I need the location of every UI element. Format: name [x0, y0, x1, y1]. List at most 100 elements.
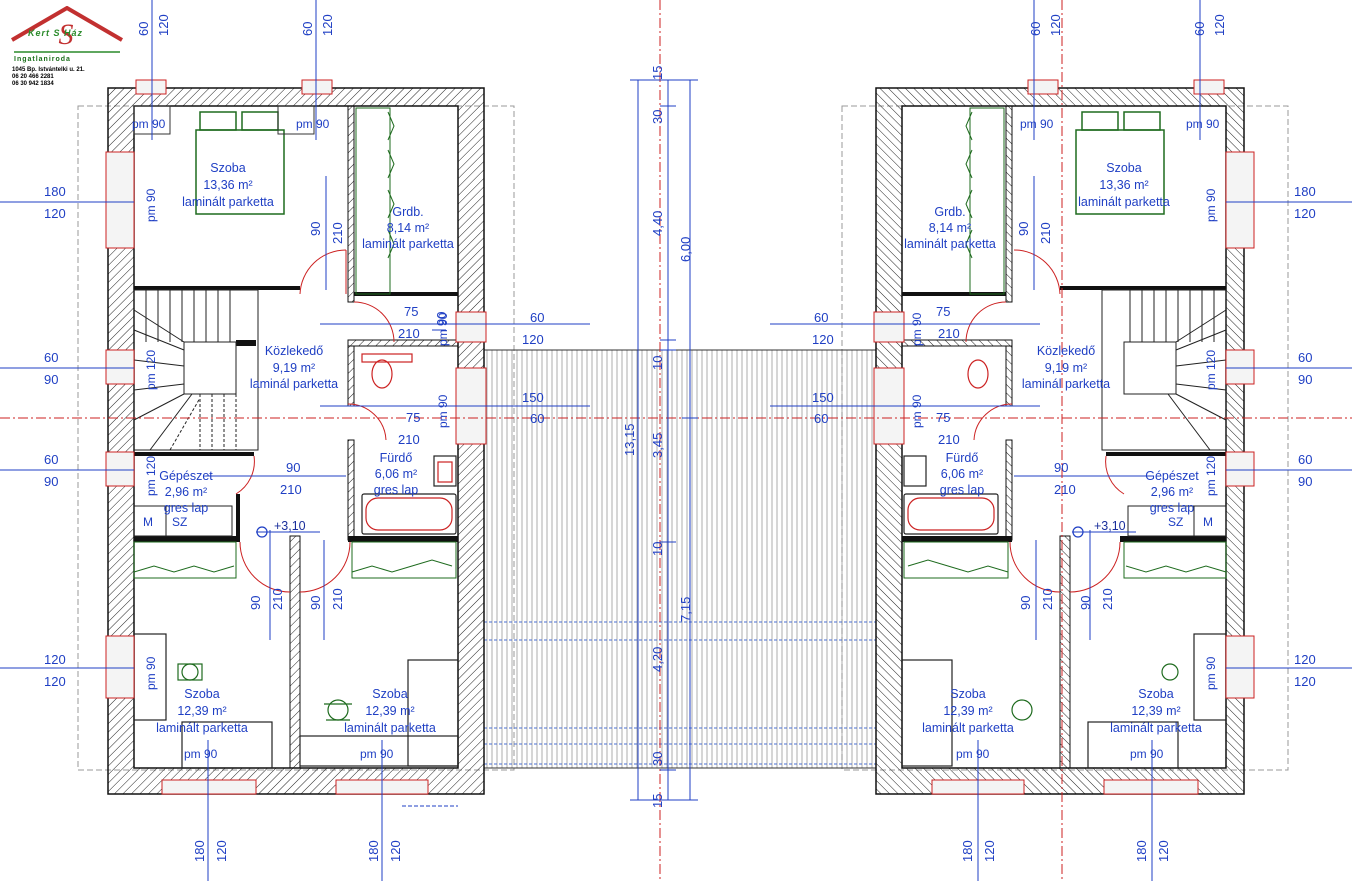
mechanical-sz-label: SZ	[172, 515, 187, 529]
dim-label: 210	[1100, 588, 1115, 610]
room-floor-szoba-bl-left: laminált parketta	[156, 721, 248, 735]
room-area-szoba-br-right: 12,39 m²	[1131, 704, 1180, 718]
dim-label: 120	[1294, 652, 1316, 667]
dim-label: 180	[1134, 840, 1149, 862]
room-area-szoba-top-left: 13,36 m²	[203, 178, 252, 192]
dim-label: 90	[308, 596, 323, 610]
dim-label: 90	[1298, 372, 1312, 387]
room-floor-szoba-br-right: laminált parketta	[1110, 721, 1202, 735]
room-name-szoba-br-right: Szoba	[1138, 687, 1173, 701]
room-name-szoba-bl-right: Szoba	[950, 687, 985, 701]
room-floor-furdo-left: gres lap	[374, 483, 419, 497]
svg-text:S: S	[59, 18, 74, 51]
dim-label: 15	[650, 794, 665, 808]
dim-label: 75	[936, 304, 950, 319]
dim-label: 60	[1192, 22, 1207, 36]
house-right	[770, 0, 1352, 881]
dim-label: 210	[938, 326, 960, 341]
room-name-furdo-right: Fürdő	[946, 451, 979, 465]
dim-label: 30	[650, 752, 665, 766]
dim-label: 210	[938, 432, 960, 447]
dim-label: 60	[44, 350, 58, 365]
dim-label: 180	[192, 840, 207, 862]
dim-label: 60	[814, 310, 828, 325]
dim-label: 120	[214, 840, 229, 862]
dim-label: 6,00	[678, 237, 693, 262]
dim-label: 90	[286, 460, 300, 475]
dim-label: 150	[522, 390, 544, 405]
dim-label: 60	[44, 452, 58, 467]
mechanical-m-label: M	[143, 515, 153, 529]
dim-label: 120	[1294, 206, 1316, 221]
dim-label: 120	[1048, 14, 1063, 36]
dim-label: 180	[960, 840, 975, 862]
pm-label: pm 90	[1204, 188, 1218, 222]
dim-label: 120	[156, 14, 171, 36]
pm-label: pm 120	[1204, 350, 1218, 390]
room-floor-grdb-right: laminált parketta	[904, 237, 996, 251]
room-area-szoba-bl-right: 12,39 m²	[943, 704, 992, 718]
pm-label: pm 90	[296, 117, 330, 131]
dim-label: 120	[44, 674, 66, 689]
dim-label: 150	[812, 390, 834, 405]
dim-label: 90	[44, 372, 58, 387]
room-name-kozlekedo-right: Közlekedő	[1037, 344, 1095, 358]
dim-label: 90	[248, 596, 263, 610]
company-logo: S Kert S Ház Ingatlaniroda 1045 Bp. Istv…	[8, 5, 126, 94]
logo-address: 1045 Bp. Istvántelki u. 21.	[12, 67, 85, 73]
pm-label: pm 90	[132, 117, 166, 131]
room-name-szoba-top-left: Szoba	[210, 161, 245, 175]
dim-label: 90	[308, 222, 323, 236]
dim-label: 10	[650, 542, 665, 556]
dim-label: 90	[434, 312, 449, 326]
dim-label: 90	[1078, 596, 1093, 610]
room-name-gepeszet-right: Gépészet	[1145, 469, 1199, 483]
room-name-grdb-left: Grdb.	[392, 205, 423, 219]
pm-label: pm 90	[910, 312, 924, 346]
dim-label: 3,45	[650, 433, 665, 458]
house-left	[0, 0, 590, 881]
mechanical-m-label: M	[1203, 515, 1213, 529]
level-label: +3,10	[274, 519, 306, 533]
room-area-gepeszet-left: 2,96 m²	[165, 485, 207, 499]
room-area-furdo-left: 6,06 m²	[375, 467, 417, 481]
pm-label: pm 120	[144, 456, 158, 496]
room-floor-kozlekedo-right: laminál parketta	[1022, 377, 1110, 391]
dim-label: 7,15	[678, 597, 693, 622]
logo-name: Kert S Ház	[28, 28, 84, 38]
dim-label: 120	[1294, 674, 1316, 689]
center-dimension-lines	[630, 79, 698, 801]
room-name-furdo-left: Fürdő	[380, 451, 413, 465]
dim-label: 60	[1298, 452, 1312, 467]
dim-label: 210	[330, 588, 345, 610]
room-name-kozlekedo-left: Közlekedő	[265, 344, 323, 358]
room-floor-grdb-left: laminált parketta	[362, 237, 454, 251]
dim-label: 120	[1212, 14, 1227, 36]
pm-label: pm 120	[144, 350, 158, 390]
dim-label: 10	[650, 356, 665, 370]
pm-label: pm 90	[1020, 117, 1054, 131]
mechanical-sz-label: SZ	[1168, 515, 1183, 529]
pm-label: pm 90	[1204, 656, 1218, 690]
room-area-szoba-bl-left: 12,39 m²	[177, 704, 226, 718]
room-floor-kozlekedo-left: laminál parketta	[250, 377, 338, 391]
dim-label: 75	[936, 410, 950, 425]
dim-label: 90	[1018, 596, 1033, 610]
dim-label: 120	[522, 332, 544, 347]
dim-label: 180	[1294, 184, 1316, 199]
pm-label: pm 90	[436, 312, 450, 346]
room-floor-szoba-top-left: laminált parketta	[182, 195, 274, 209]
dim-label: 30	[650, 110, 665, 124]
dim-label: 75	[406, 410, 420, 425]
dim-label: 60	[814, 411, 828, 426]
dim-label: 210	[330, 222, 345, 244]
room-area-grdb-left: 8,14 m²	[387, 221, 429, 235]
dim-label: 90	[1298, 474, 1312, 489]
dim-label: 60	[1028, 22, 1043, 36]
dim-label: 120	[44, 652, 66, 667]
dim-label: 60	[136, 22, 151, 36]
room-name-szoba-top-right: Szoba	[1106, 161, 1141, 175]
dim-label: 210	[398, 432, 420, 447]
room-name-grdb-right: Grdb.	[934, 205, 965, 219]
dim-label: 90	[1054, 460, 1068, 475]
